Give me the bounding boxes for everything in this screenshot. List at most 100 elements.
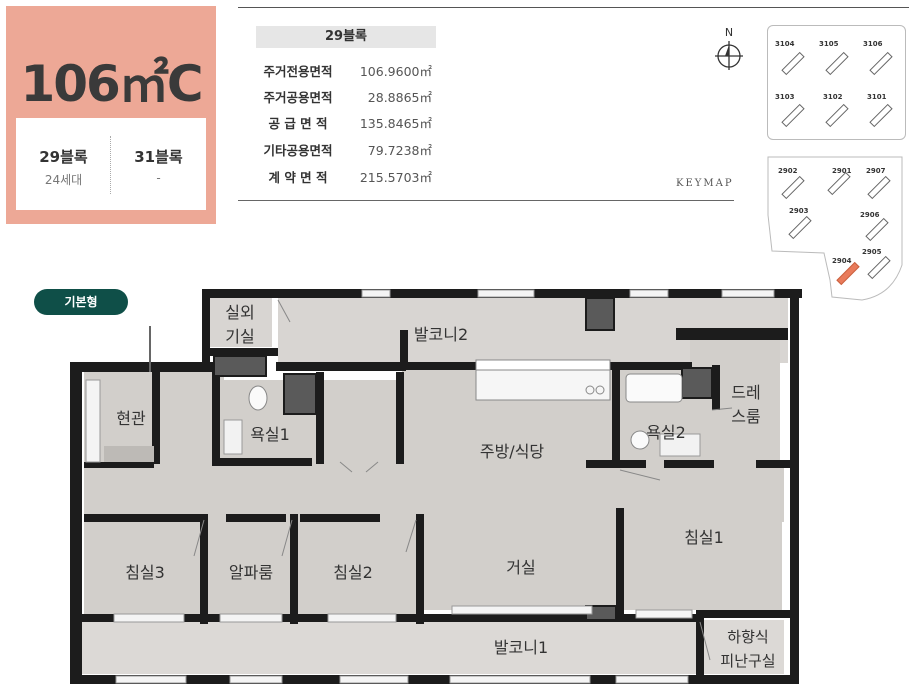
keymap-building-label: 3105 xyxy=(819,40,839,48)
wall xyxy=(212,458,312,466)
door-swing xyxy=(699,621,711,661)
room-bedroom2-label: 침실2 xyxy=(333,563,373,582)
block-info-box: 29블록 24세대 31블록 - xyxy=(16,118,206,210)
bathtub xyxy=(625,373,683,403)
wall xyxy=(70,362,82,684)
window xyxy=(615,675,689,684)
wall xyxy=(210,348,278,356)
keymap-building-label: 2905 xyxy=(862,248,882,256)
wall xyxy=(592,362,692,370)
door-swing xyxy=(711,407,733,411)
window xyxy=(327,613,397,623)
wall xyxy=(276,362,406,371)
keymap-building-label: 2901 xyxy=(832,167,852,175)
door-swing xyxy=(193,519,205,557)
window xyxy=(721,289,775,298)
door-swing xyxy=(339,461,353,473)
wall xyxy=(84,462,154,468)
block-31-count: - xyxy=(156,171,161,185)
entrance-door xyxy=(85,379,101,463)
dressroom-area xyxy=(690,340,780,468)
room-balcony1-label: 발코니1 xyxy=(494,638,548,657)
wall xyxy=(226,514,286,522)
window xyxy=(113,613,185,623)
wall xyxy=(212,372,220,464)
toilet xyxy=(630,430,650,450)
room-living-label: 거실 xyxy=(506,558,535,577)
wall xyxy=(416,514,424,624)
bedroom2-area xyxy=(298,518,416,615)
compass-n-label: N xyxy=(725,26,733,39)
duct xyxy=(283,373,317,415)
area-label: 공 급 면 적 xyxy=(268,116,328,131)
area-table-header: 29블록 xyxy=(256,26,436,48)
duct xyxy=(585,297,615,331)
wall xyxy=(200,514,208,624)
window xyxy=(229,675,283,684)
block-31-name: 31블록 xyxy=(134,148,183,166)
window xyxy=(629,289,669,298)
keymap-31-block: 3104 3105 3106 3103 3102 3101 xyxy=(767,25,906,140)
window xyxy=(361,289,391,298)
balcony1-area xyxy=(80,622,700,674)
door-swing xyxy=(405,519,417,553)
keymap-building-label: 2906 xyxy=(860,211,880,219)
door-swing xyxy=(277,299,291,323)
room-bath2-label: 욕실2 xyxy=(646,423,686,442)
keymap-building-label: 3104 xyxy=(775,40,795,48)
wall xyxy=(70,675,799,684)
wall xyxy=(756,460,790,468)
alpha-room-area xyxy=(208,518,294,615)
wall xyxy=(84,514,204,522)
room-outdoor-unit-label-2: 기실 xyxy=(225,327,254,346)
bedroom3-area xyxy=(84,518,202,615)
area-row: 기타공용면적 79.7238㎡ xyxy=(256,140,436,166)
duct xyxy=(681,367,713,399)
plan-type-badge: 기본형 xyxy=(34,289,128,315)
shoe-closet xyxy=(104,446,154,462)
area-row: 주거공용면적 28.8865㎡ xyxy=(256,87,436,113)
wall xyxy=(202,289,210,369)
wall xyxy=(400,362,478,370)
wall xyxy=(790,289,799,684)
sink xyxy=(659,433,701,457)
area-label: 주거전용면적 xyxy=(263,64,333,79)
room-kitchen-dining-label: 주방/식당 xyxy=(480,442,545,461)
door-swing xyxy=(365,461,379,473)
wall xyxy=(586,460,646,468)
wall xyxy=(696,610,704,684)
area-value: 215.5703㎡ xyxy=(359,170,432,185)
room-outdoor-unit-label-1: 실외 xyxy=(225,303,254,322)
wall xyxy=(70,362,220,372)
sink xyxy=(223,419,243,455)
keymap-building-label: 3102 xyxy=(823,93,843,101)
wall xyxy=(400,330,408,370)
block-29-count: 24세대 xyxy=(44,173,83,187)
wall xyxy=(712,365,720,410)
room-dressroom-label-1: 드레 xyxy=(731,383,760,402)
duct xyxy=(213,355,267,377)
keymap-building-label: 2907 xyxy=(866,167,886,175)
compass-icon: N xyxy=(715,26,743,70)
area-value: 79.7238㎡ xyxy=(367,143,432,158)
outdoor-unit-area xyxy=(210,297,272,347)
window xyxy=(451,605,593,615)
wall xyxy=(300,514,380,522)
keymap-building-label: 3101 xyxy=(867,93,887,101)
keymap-label: KEYMAP xyxy=(676,178,734,189)
table-bottom-rule xyxy=(238,200,734,201)
wall xyxy=(152,372,160,464)
block-31: 31블록 - xyxy=(111,146,206,185)
room-evac-label-1: 하향식 xyxy=(727,628,768,646)
area-value: 106.9600㎡ xyxy=(359,64,432,79)
window xyxy=(115,675,187,684)
wall xyxy=(700,610,790,618)
window xyxy=(477,289,535,298)
living-area xyxy=(424,462,622,610)
area-row: 공 급 면 적 135.8465㎡ xyxy=(256,113,436,139)
area-label: 계 약 면 적 xyxy=(268,170,328,185)
area-row: 계 약 면 적 215.5703㎡ xyxy=(256,167,436,193)
storage-area xyxy=(322,380,402,462)
keymap-building-label: 2902 xyxy=(778,167,798,175)
